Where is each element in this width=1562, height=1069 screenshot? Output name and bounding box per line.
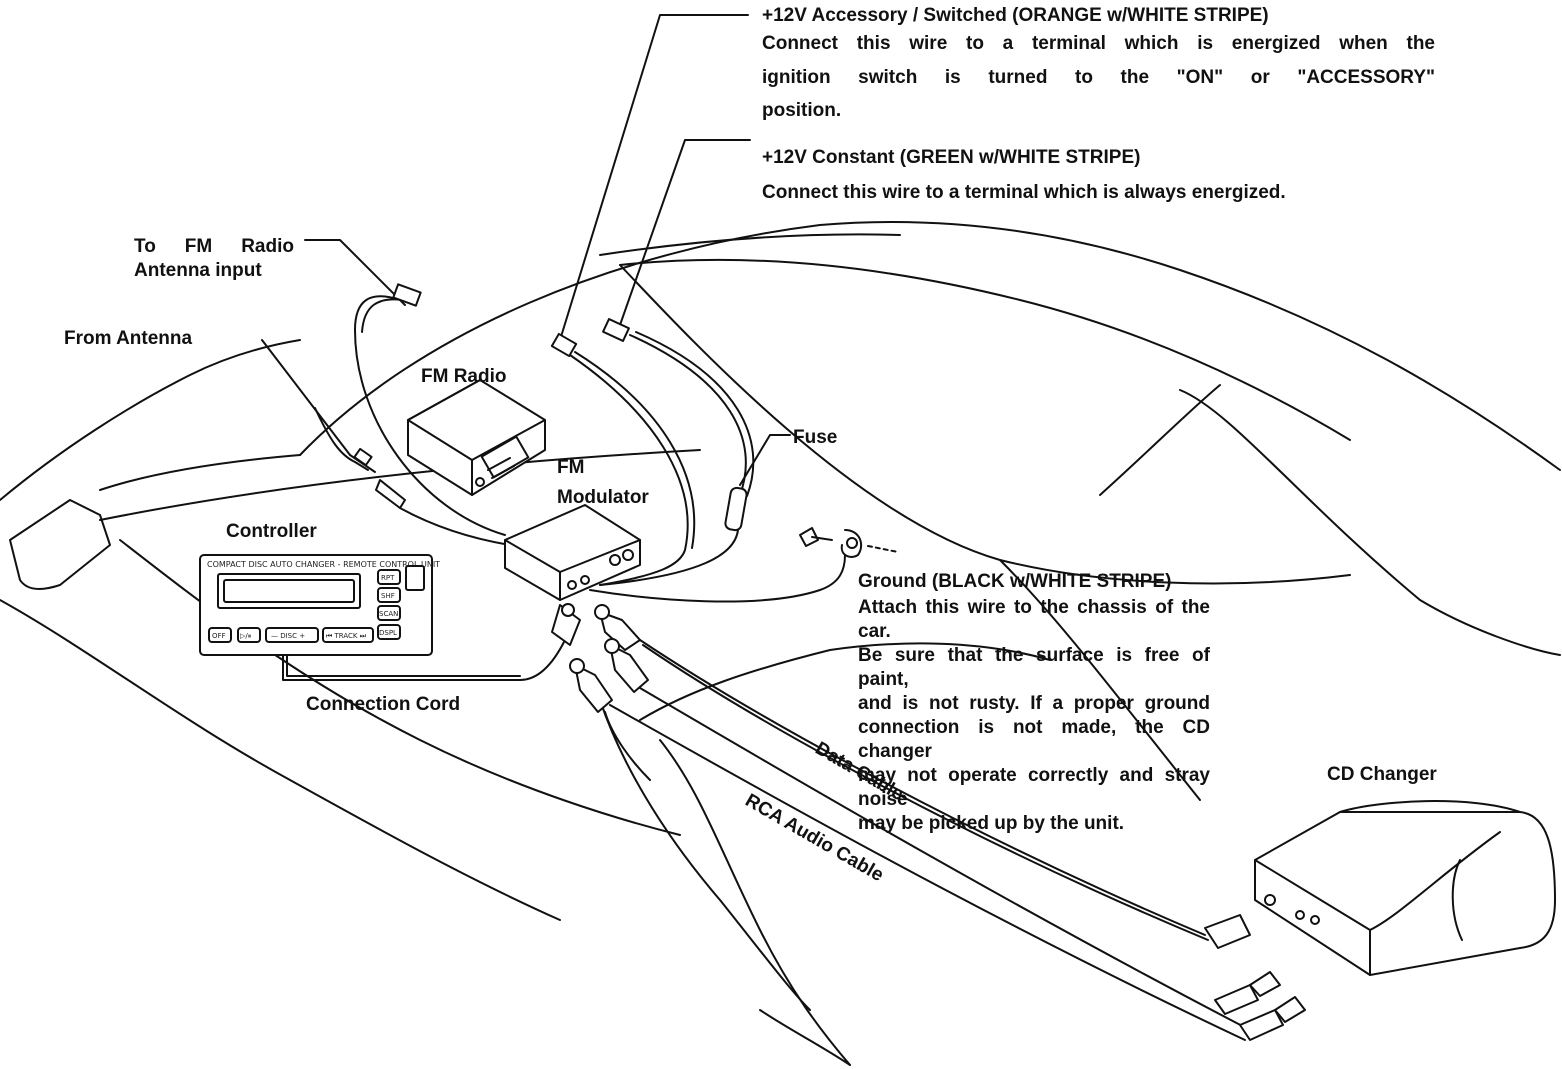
fm-modulator-label-line1: FM <box>557 457 585 478</box>
to-fm-line1: To FM Radio <box>134 236 294 257</box>
to-fm-line2: Antenna input <box>134 260 262 281</box>
acc-wire-desc-line2: ignition switch is turned to the "ON" or… <box>762 67 1435 88</box>
play-pause-button-label: ▷/⏸ <box>240 632 251 640</box>
power-wires <box>550 318 846 603</box>
controller-unit: COMPACT DISC AUTO CHANGER - REMOTE CONTR… <box>199 554 440 656</box>
fm-modulator-label-line2: Modulator <box>557 487 649 508</box>
const-wire-title: +12V Constant (GREEN w/WHITE STRIPE) <box>762 147 1141 168</box>
ground-desc-line: may not operate correctly and stray nois… <box>858 765 1210 810</box>
scan-button-label: SCAN <box>379 610 398 618</box>
ground-desc-line: may be picked up by the unit. <box>858 813 1125 834</box>
ground-desc-line: Be sure that the surface is free of pain… <box>858 645 1210 690</box>
dspl-button-label: DSPL <box>379 629 397 637</box>
fm-radio-label: FM Radio <box>421 366 507 387</box>
disc-button-label: — DISC + <box>271 632 305 640</box>
fuse-label: Fuse <box>793 427 838 448</box>
ground-desc-line: and is not rusty. If a proper ground <box>858 693 1210 714</box>
ground-desc-line: connection is not made, the CD changer <box>858 717 1210 762</box>
ground-wire-desc: Attach this wire to the chassis of the c… <box>858 596 1210 836</box>
from-antenna-label: From Antenna <box>64 328 193 349</box>
cd-changer-unit <box>1254 800 1556 976</box>
rca-audio-cable <box>569 638 1306 1041</box>
data-cable <box>594 604 1251 949</box>
fm-radio-unit <box>407 379 546 496</box>
ground-terminal <box>799 527 899 558</box>
connection-cord <box>282 603 581 681</box>
ground-desc-line: Attach this wire to the chassis of the c… <box>858 597 1210 642</box>
acc-wire-desc-line3: position. <box>762 100 842 121</box>
ground-wire-title: Ground (BLACK w/WHITE STRIPE) <box>858 571 1172 592</box>
cd-changer-label: CD Changer <box>1327 764 1437 785</box>
antenna-cable <box>314 407 511 546</box>
const-wire-desc: Connect this wire to a terminal which is… <box>762 182 1286 203</box>
connection-cord-label: Connection Cord <box>306 694 461 715</box>
shf-button-label: SHF <box>381 592 395 600</box>
fm-antenna-loop <box>354 283 506 536</box>
acc-wire-desc-line1: Connect this wire to a terminal which is… <box>762 33 1435 54</box>
controller-label: Controller <box>226 521 317 542</box>
acc-wire-title: +12V Accessory / Switched (ORANGE w/WHIT… <box>762 5 1269 26</box>
car-outline <box>0 221 1561 1066</box>
off-button-label: OFF <box>212 632 226 640</box>
leader-lines <box>261 14 791 486</box>
to-fm-antenna-label: To FM Radio Antenna input <box>134 235 294 283</box>
controller-header-text: COMPACT DISC AUTO CHANGER - REMOTE CONTR… <box>207 560 440 569</box>
track-button-label: ⏮ TRACK ⏭ <box>326 632 367 640</box>
fm-modulator-unit <box>504 504 641 601</box>
rpt-button-label: RPT <box>381 574 395 582</box>
